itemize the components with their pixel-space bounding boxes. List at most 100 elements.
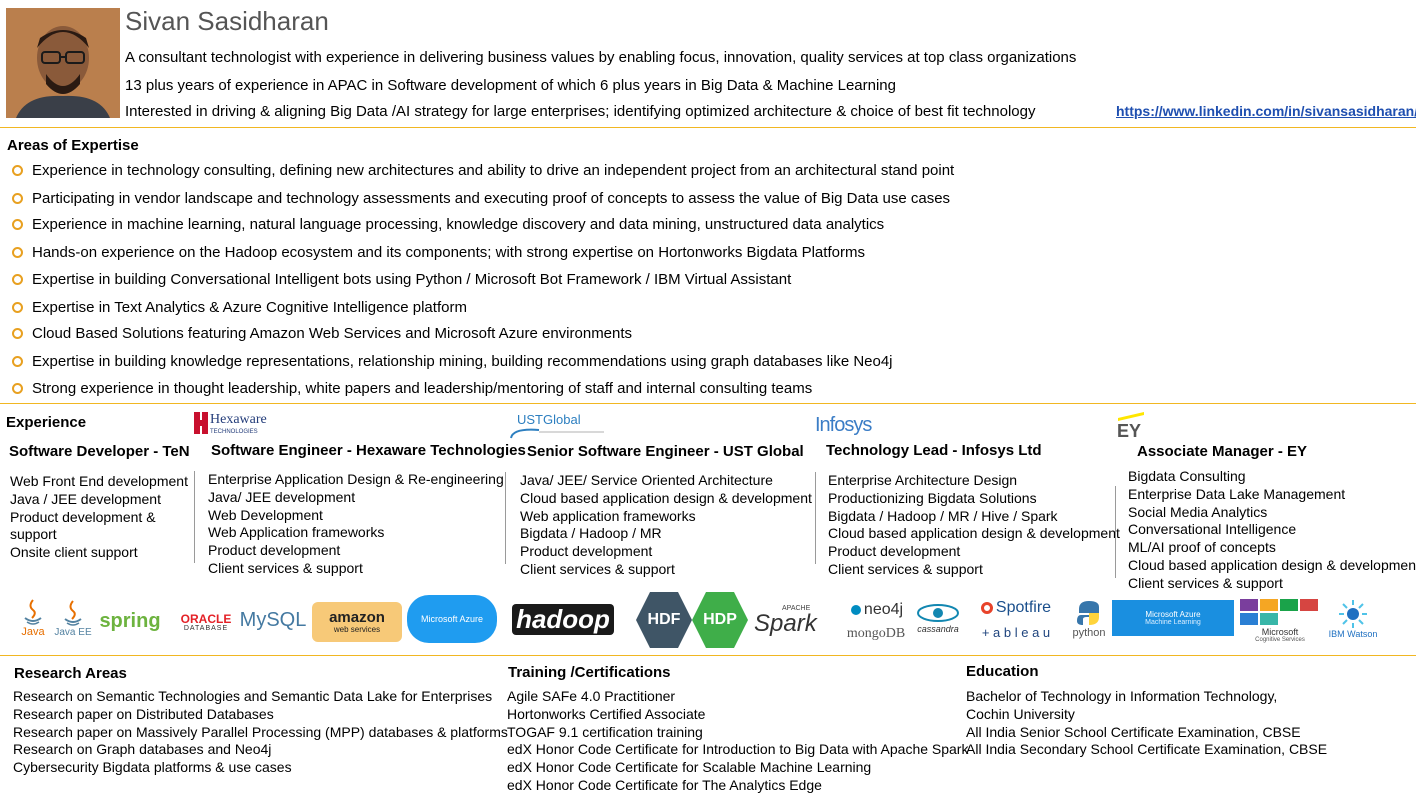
- profile-summary-line: A consultant technologist with experienc…: [125, 49, 1077, 66]
- list-item: edX Honor Code Certificate for The Analy…: [507, 776, 822, 793]
- list-item: edX Honor Code Certificate for Introduct…: [507, 741, 969, 758]
- profile-summary-line: Interested in driving & aligning Big Dat…: [125, 103, 1036, 120]
- azure-ml-logo: Microsoft Azure Machine Learning: [1112, 600, 1234, 636]
- list-item: All India Secondary School Certificate E…: [966, 741, 1328, 758]
- bullet-icon: [12, 165, 23, 176]
- column-divider: [1115, 486, 1116, 578]
- list-item: Social Media Analytics: [1128, 503, 1268, 520]
- list-item: Java/ JEE/ Service Oriented Architecture: [520, 472, 773, 488]
- aws-logo: amazon web services: [312, 602, 402, 642]
- education-list: Bachelor of Technology in Information Te…: [966, 688, 1327, 759]
- list-item: Client services & support: [208, 559, 363, 576]
- research-list: Research on Semantic Technologies and Se…: [13, 688, 508, 777]
- section-divider: [0, 403, 1416, 404]
- section-divider: [0, 655, 1416, 656]
- list-item: Bigdata Consulting: [1128, 468, 1246, 484]
- list-item: Product development: [828, 543, 961, 560]
- spotfire-logo: Spotfire: [972, 598, 1060, 618]
- expertise-item: Participating in vendor landscape and te…: [12, 190, 950, 207]
- list-item: Enterprise Data Lake Management: [1128, 485, 1346, 502]
- list-item: Product development: [208, 542, 341, 559]
- list-item: Research paper on Massively Parallel Pro…: [13, 723, 508, 740]
- column-divider: [505, 472, 506, 564]
- list-item: Hortonworks Certified Associate: [507, 705, 706, 722]
- mysql-logo: MySQL: [239, 608, 307, 631]
- job-title: Senior Software Engineer - UST Global: [527, 443, 804, 460]
- list-item: Client services & support: [1128, 574, 1283, 591]
- ust-global-logo: USTGlobal: [509, 412, 609, 440]
- list-item: Bigdata / Hadoop / MR: [520, 525, 662, 542]
- expertise-item: Expertise in building Conversational Int…: [12, 271, 791, 288]
- java-logo: Java: [18, 596, 48, 640]
- list-item: Conversational Intelligence: [1128, 521, 1297, 538]
- profile-summary-line: 13 plus years of experience in APAC in S…: [125, 77, 896, 94]
- list-item: TOGAF 9.1 certification training: [507, 723, 703, 740]
- experience-title: Experience: [6, 414, 87, 431]
- list-item: Cybersecurity Bigdata platforms & use ca…: [13, 759, 292, 776]
- list-item: Bigdata / Hadoop / MR / Hive / Spark: [828, 507, 1058, 524]
- hdp-logo: HDP: [692, 592, 748, 648]
- job-duties-list: Bigdata Consulting Enterprise Data Lake …: [1128, 468, 1416, 593]
- list-item: edX Honor Code Certificate for Scalable …: [507, 759, 872, 776]
- job-duties-list: Enterprise Application Design & Re-engin…: [208, 471, 504, 578]
- job-duties-list: Java/ JEE/ Service Oriented Architecture…: [520, 472, 812, 579]
- azure-logo: Microsoft Azure: [407, 595, 497, 643]
- list-item: Cochin University: [966, 705, 1075, 722]
- list-item: Cloud based application design & develop…: [520, 489, 812, 506]
- column-divider: [194, 471, 195, 563]
- list-item: Java/ JEE development: [208, 488, 356, 505]
- expertise-item: Hands-on experience on the Hadoop ecosys…: [12, 244, 865, 261]
- spark-logo: APACHE Spark: [754, 604, 817, 637]
- hdf-logo: HDF: [636, 592, 692, 648]
- list-item: Client services & support: [828, 560, 983, 577]
- infosys-logo: Infosys: [815, 414, 872, 436]
- python-logo: python: [1066, 596, 1112, 642]
- bullet-icon: [12, 302, 23, 313]
- java-ee-logo: Java EE: [52, 596, 94, 640]
- training-list: Agile SAFe 4.0 Practitioner Hortonworks …: [507, 688, 968, 795]
- expertise-item: Cloud Based Solutions featuring Amazon W…: [12, 325, 632, 342]
- list-item: Onsite client support: [10, 544, 138, 561]
- list-item: Web Development: [208, 506, 323, 523]
- bullet-icon: [12, 219, 23, 230]
- training-title: Training /Certifications: [508, 664, 671, 681]
- profile-photo: [6, 8, 120, 118]
- list-item: Enterprise Architecture Design: [828, 472, 1018, 488]
- neo4j-logo: neo4j: [844, 600, 910, 620]
- list-item: Web application frameworks: [520, 507, 696, 524]
- list-item: Web Application frameworks: [208, 524, 385, 541]
- job-title: Software Engineer - Hexaware Technologie…: [211, 442, 526, 459]
- list-item: Product development: [520, 543, 653, 560]
- job-title: Associate Manager - EY: [1137, 443, 1308, 460]
- bullet-icon: [12, 328, 23, 339]
- list-item: Product development &: [10, 508, 156, 525]
- list-item: Research paper on Distributed Databases: [13, 705, 274, 722]
- list-item: Bachelor of Technology in Information Te…: [966, 688, 1278, 704]
- expertise-item: Experience in machine learning, natural …: [12, 216, 884, 233]
- list-item: ML/AI proof of concepts: [1128, 539, 1276, 556]
- research-title: Research Areas: [14, 665, 127, 682]
- expertise-title: Areas of Expertise: [7, 137, 139, 154]
- list-item: Research on Semantic Technologies and Se…: [13, 688, 493, 704]
- list-item: Cloud based application design & develop…: [828, 525, 1120, 542]
- cassandra-logo: cassandra: [912, 598, 964, 638]
- job-title: Software Developer - TeN: [9, 443, 190, 460]
- list-item: Web Front End development: [10, 473, 188, 489]
- expertise-item: Experience in technology consulting, def…: [12, 162, 954, 179]
- linkedin-link[interactable]: https://www.linkedin.com/in/sivansasidha…: [1116, 103, 1416, 119]
- list-item: Agile SAFe 4.0 Practitioner: [507, 688, 676, 704]
- expertise-item: Strong experience in thought leadership,…: [12, 380, 812, 397]
- list-item: Java / JEE development: [10, 490, 161, 507]
- list-item: Client services & support: [520, 560, 675, 577]
- bullet-icon: [12, 356, 23, 367]
- oracle-logo: ORACLE DATABASE: [180, 611, 232, 632]
- ey-logo: EY: [1116, 410, 1146, 441]
- list-item: All India Senior School Certificate Exam…: [966, 723, 1301, 740]
- spring-logo: spring: [99, 609, 161, 632]
- list-item: Productionizing Bigdata Solutions: [828, 489, 1037, 506]
- list-item: Research on Graph databases and Neo4j: [13, 741, 272, 758]
- section-divider: [0, 127, 1416, 128]
- list-item: Cloud based application design & develop…: [1128, 556, 1416, 573]
- list-item: Enterprise Application Design & Re-engin…: [208, 471, 504, 487]
- profile-name: Sivan Sasidharan: [125, 6, 329, 36]
